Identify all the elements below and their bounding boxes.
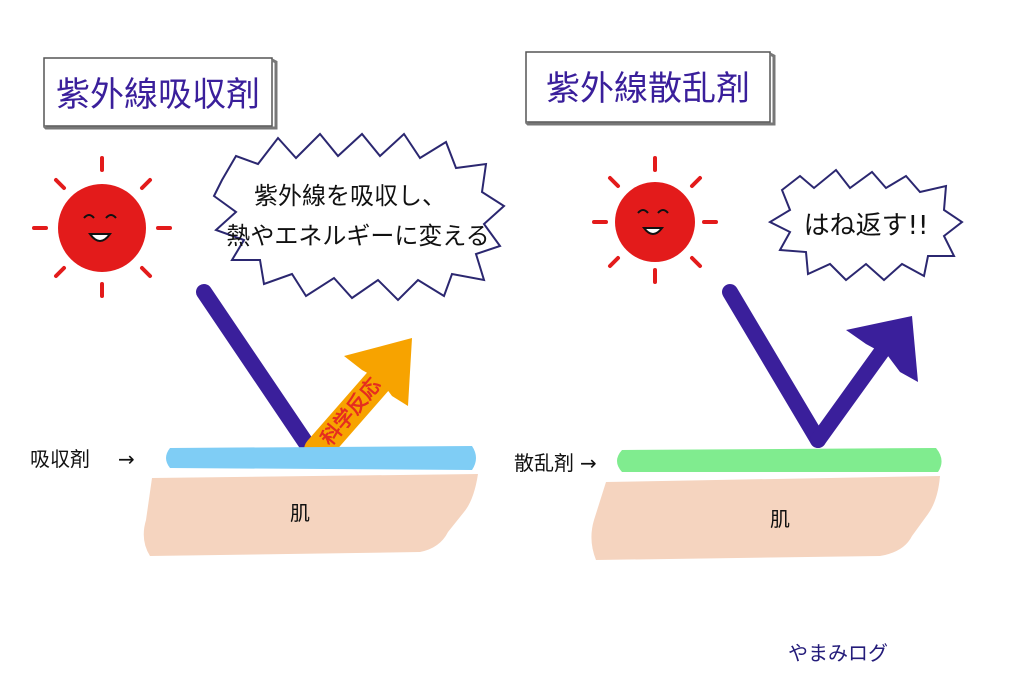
scatterer-bubble-text: はね返す!! <box>804 211 929 241</box>
absorber-title-box: 紫外線吸収剤 <box>42 57 278 130</box>
signature: やまみログ <box>788 641 888 665</box>
absorber-layer-label: 吸収剤 <box>30 447 90 471</box>
scatterer-uv-ray-incoming <box>722 284 826 448</box>
absorber-panel: 紫外線吸収剤 紫外線を吸収し、 熱やエネルギーに変える <box>30 57 506 556</box>
scatterer-layer <box>617 448 942 472</box>
scatterer-reflected-ray <box>810 316 918 448</box>
absorber-sun-icon <box>32 156 172 298</box>
absorber-layer-arrow-icon: → <box>118 447 135 471</box>
absorber-skin-label: 肌 <box>290 501 310 525</box>
scatterer-title: 紫外線散乱剤 <box>546 69 750 109</box>
scatterer-panel: 紫外線散乱剤 はね返す!! <box>514 51 964 560</box>
scatterer-layer-label: 散乱剤 <box>514 451 574 475</box>
scatterer-title-box: 紫外線散乱剤 <box>524 51 776 126</box>
scatterer-speech-bubble: はね返す!! <box>767 168 964 282</box>
scatterer-layer-arrow-icon: → <box>580 451 597 475</box>
scatterer-skin-label: 肌 <box>770 507 790 531</box>
absorber-layer <box>166 446 476 470</box>
absorber-reaction-label: 科学反応 <box>316 373 386 450</box>
scatterer-skin <box>591 476 940 560</box>
absorber-title: 紫外線吸収剤 <box>56 75 260 115</box>
absorber-reaction-arrow: 科学反応 <box>304 338 412 464</box>
absorber-skin <box>143 474 478 556</box>
absorber-uv-ray <box>196 284 316 454</box>
absorber-bubble-line1: 紫外線を吸収し、 <box>254 182 446 210</box>
scatterer-sun-icon <box>592 156 718 284</box>
absorber-speech-bubble: 紫外線を吸収し、 熱やエネルギーに変える <box>212 132 506 302</box>
absorber-bubble-line2: 熱やエネルギーに変える <box>226 222 489 250</box>
